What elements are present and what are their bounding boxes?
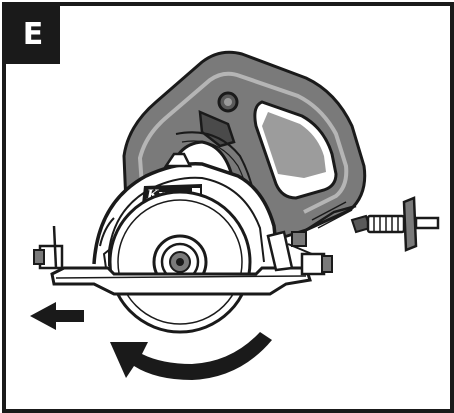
arrow-left-icon	[30, 302, 84, 330]
figure-label: E	[6, 6, 60, 64]
saw-handle-body	[122, 50, 367, 244]
saw-blade	[108, 190, 252, 334]
power-cord	[350, 196, 440, 252]
circular-saw-illustration: Kress	[30, 50, 440, 380]
base-plate	[33, 225, 333, 296]
curved-arrow-icon	[110, 332, 272, 380]
